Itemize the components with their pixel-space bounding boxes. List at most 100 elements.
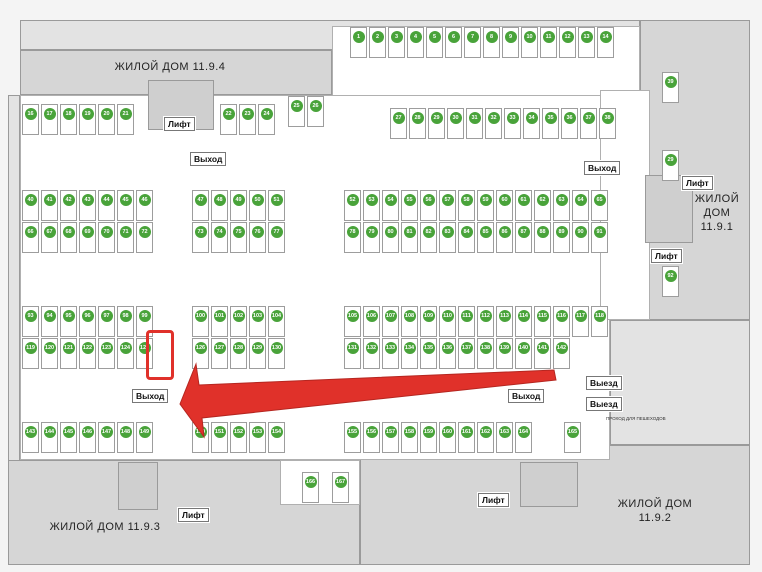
parking-spot[interactable]: 12 xyxy=(559,27,576,58)
parking-spot[interactable]: 5 xyxy=(426,27,443,58)
parking-spot[interactable]: 29 xyxy=(662,150,679,181)
parking-spot[interactable]: 26 xyxy=(307,96,324,127)
parking-spot[interactable]: 161 xyxy=(458,422,475,453)
parking-spot[interactable]: 48 xyxy=(211,190,228,221)
parking-spot[interactable]: 141 xyxy=(534,338,551,369)
parking-spot[interactable]: 69 xyxy=(79,222,96,253)
parking-spot[interactable]: 145 xyxy=(60,422,77,453)
parking-spot[interactable]: 40 xyxy=(22,190,39,221)
parking-spot[interactable]: 143 xyxy=(22,422,39,453)
parking-spot[interactable]: 24 xyxy=(258,104,275,135)
parking-spot[interactable]: 19 xyxy=(79,104,96,135)
parking-spot[interactable]: 167 xyxy=(332,472,349,503)
parking-spot[interactable]: 127 xyxy=(211,338,228,369)
parking-spot[interactable]: 29 xyxy=(428,108,445,139)
parking-spot[interactable]: 110 xyxy=(439,306,456,337)
parking-spot[interactable]: 124 xyxy=(117,338,134,369)
parking-spot[interactable]: 132 xyxy=(363,338,380,369)
parking-spot[interactable]: 101 xyxy=(211,306,228,337)
parking-spot[interactable]: 81 xyxy=(401,222,418,253)
parking-spot[interactable]: 35 xyxy=(542,108,559,139)
parking-spot[interactable]: 134 xyxy=(401,338,418,369)
parking-spot[interactable]: 22 xyxy=(220,104,237,135)
parking-spot[interactable]: 119 xyxy=(22,338,39,369)
parking-spot[interactable]: 44 xyxy=(98,190,115,221)
parking-spot[interactable]: 30 xyxy=(447,108,464,139)
parking-spot[interactable]: 68 xyxy=(60,222,77,253)
parking-spot[interactable]: 89 xyxy=(553,222,570,253)
parking-spot[interactable]: 133 xyxy=(382,338,399,369)
parking-spot[interactable]: 71 xyxy=(117,222,134,253)
parking-spot[interactable]: 91 xyxy=(591,222,608,253)
parking-spot[interactable]: 149 xyxy=(136,422,153,453)
parking-spot[interactable]: 63 xyxy=(553,190,570,221)
parking-spot[interactable]: 55 xyxy=(401,190,418,221)
parking-spot[interactable]: 93 xyxy=(22,306,39,337)
parking-spot[interactable]: 16 xyxy=(22,104,39,135)
parking-spot[interactable]: 137 xyxy=(458,338,475,369)
parking-spot[interactable]: 58 xyxy=(458,190,475,221)
parking-spot[interactable]: 59 xyxy=(477,190,494,221)
parking-spot[interactable]: 129 xyxy=(249,338,266,369)
parking-spot[interactable]: 130 xyxy=(268,338,285,369)
parking-spot[interactable]: 8 xyxy=(483,27,500,58)
parking-spot[interactable]: 160 xyxy=(439,422,456,453)
parking-spot[interactable]: 21 xyxy=(117,104,134,135)
parking-spot[interactable]: 122 xyxy=(79,338,96,369)
parking-spot[interactable]: 64 xyxy=(572,190,589,221)
parking-spot[interactable]: 86 xyxy=(496,222,513,253)
parking-spot[interactable]: 98 xyxy=(117,306,134,337)
parking-spot[interactable]: 11 xyxy=(540,27,557,58)
parking-spot[interactable]: 164 xyxy=(515,422,532,453)
parking-spot[interactable]: 46 xyxy=(136,190,153,221)
parking-spot[interactable]: 90 xyxy=(572,222,589,253)
parking-spot[interactable]: 42 xyxy=(60,190,77,221)
parking-spot[interactable]: 18 xyxy=(60,104,77,135)
parking-spot[interactable]: 38 xyxy=(599,108,616,139)
parking-spot[interactable]: 72 xyxy=(136,222,153,253)
parking-spot[interactable]: 107 xyxy=(382,306,399,337)
parking-spot[interactable]: 43 xyxy=(79,190,96,221)
parking-spot[interactable]: 131 xyxy=(344,338,361,369)
parking-spot[interactable]: 94 xyxy=(41,306,58,337)
parking-spot[interactable]: 147 xyxy=(98,422,115,453)
parking-spot[interactable]: 60 xyxy=(496,190,513,221)
parking-spot[interactable]: 112 xyxy=(477,306,494,337)
parking-spot[interactable]: 45 xyxy=(117,190,134,221)
parking-spot[interactable]: 159 xyxy=(420,422,437,453)
parking-spot[interactable]: 23 xyxy=(239,104,256,135)
parking-spot[interactable]: 144 xyxy=(41,422,58,453)
parking-spot[interactable]: 111 xyxy=(458,306,475,337)
parking-spot[interactable]: 97 xyxy=(98,306,115,337)
parking-spot[interactable]: 7 xyxy=(464,27,481,58)
parking-spot[interactable]: 34 xyxy=(523,108,540,139)
parking-spot[interactable]: 49 xyxy=(230,190,247,221)
parking-spot[interactable]: 128 xyxy=(230,338,247,369)
parking-spot[interactable]: 109 xyxy=(420,306,437,337)
parking-spot[interactable]: 80 xyxy=(382,222,399,253)
parking-spot[interactable]: 108 xyxy=(401,306,418,337)
parking-spot[interactable]: 114 xyxy=(515,306,532,337)
parking-spot[interactable]: 75 xyxy=(230,222,247,253)
parking-spot[interactable]: 138 xyxy=(477,338,494,369)
parking-spot[interactable]: 73 xyxy=(192,222,209,253)
parking-spot[interactable]: 142 xyxy=(553,338,570,369)
parking-spot[interactable]: 103 xyxy=(249,306,266,337)
parking-spot[interactable]: 62 xyxy=(534,190,551,221)
parking-spot[interactable]: 151 xyxy=(211,422,228,453)
parking-spot[interactable]: 118 xyxy=(591,306,608,337)
parking-spot[interactable]: 13 xyxy=(578,27,595,58)
parking-spot[interactable]: 33 xyxy=(504,108,521,139)
parking-spot[interactable]: 139 xyxy=(496,338,513,369)
parking-spot[interactable]: 51 xyxy=(268,190,285,221)
parking-spot[interactable]: 56 xyxy=(420,190,437,221)
parking-spot[interactable]: 37 xyxy=(580,108,597,139)
parking-spot[interactable]: 70 xyxy=(98,222,115,253)
parking-spot[interactable]: 162 xyxy=(477,422,494,453)
parking-spot[interactable]: 57 xyxy=(439,190,456,221)
parking-spot[interactable]: 135 xyxy=(420,338,437,369)
parking-spot[interactable]: 78 xyxy=(344,222,361,253)
parking-spot[interactable]: 99 xyxy=(136,306,153,337)
parking-spot[interactable]: 50 xyxy=(249,190,266,221)
parking-spot[interactable]: 25 xyxy=(288,96,305,127)
